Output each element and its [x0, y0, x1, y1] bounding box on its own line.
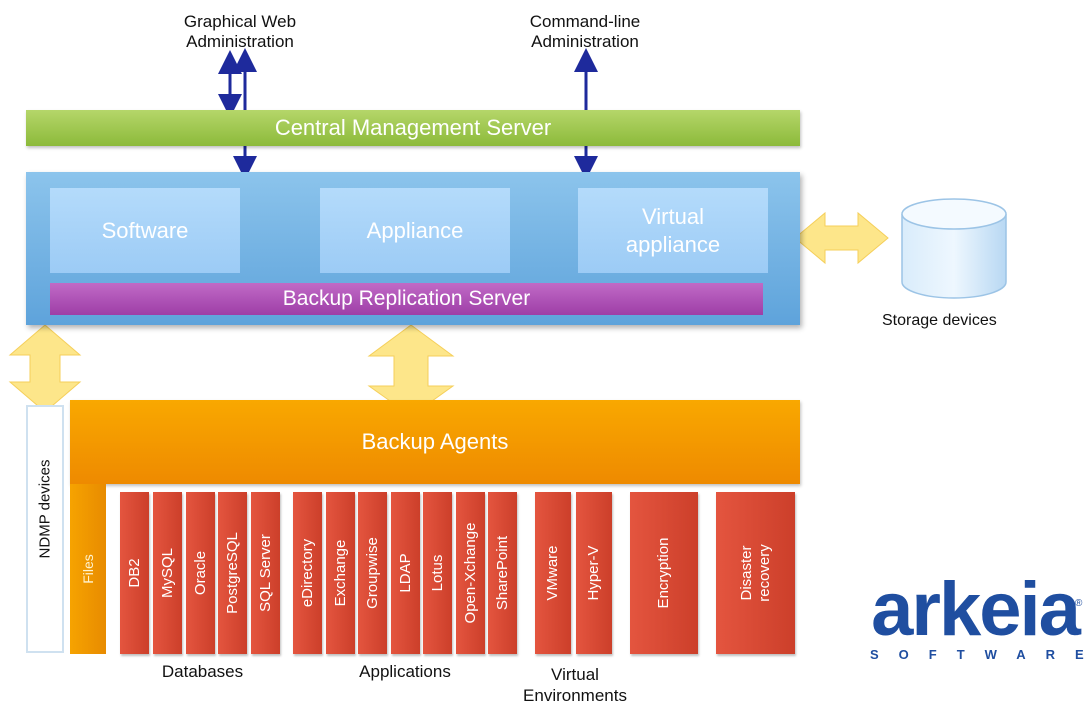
applications-group-label: Applications: [359, 662, 451, 681]
agent-lotus: Lotus: [423, 492, 452, 654]
agent-label: DB2: [125, 558, 143, 588]
agent-label: SQL Server: [256, 534, 274, 612]
arkeia-logo: arkeia: [871, 567, 1081, 652]
command-line-line1: Command-line: [529, 12, 641, 31]
agent-label: Oracle: [191, 550, 209, 596]
agent-label: SharePoint: [493, 535, 511, 611]
databases-group-label: Databases: [161, 662, 244, 681]
graphical-web-line1: Graphical Web: [183, 12, 297, 31]
agent-db2: DB2: [120, 492, 149, 654]
agent-label: Lotus: [428, 554, 446, 592]
agent-hyper-v: Hyper-V: [576, 492, 612, 654]
ndmp-devices-label: NDMP devices: [36, 460, 54, 559]
agent-label: Encryption: [655, 537, 672, 609]
agent-label: eDirectory: [298, 538, 316, 608]
double-arrow-horizontal-icon: [794, 211, 889, 265]
ndmp-devices-box: NDMP devices: [26, 405, 64, 653]
disaster-line1: Disaster: [737, 545, 755, 601]
command-line-admin-label: Command-line Administration: [505, 12, 665, 52]
central-management-server: Central Management Server: [26, 110, 800, 146]
virtual-appliance-line1: Virtual: [642, 203, 704, 229]
agent-encryption: Encryption: [630, 492, 698, 654]
agent-ldap: LDAP: [391, 492, 420, 654]
command-line-line2: Administration: [531, 32, 639, 51]
agent-label: MySQL: [158, 547, 176, 599]
storage-devices-label: Storage devices: [882, 312, 997, 329]
virtual-appliance-line2: appliance: [625, 231, 721, 257]
agent-groupwise: Groupwise: [358, 492, 387, 654]
agent-mysql: MySQL: [153, 492, 182, 654]
agent-postgresql: PostgreSQL: [218, 492, 247, 654]
files-label: Files: [80, 554, 96, 584]
graphical-web-admin-label: Graphical Web Administration: [160, 12, 320, 52]
storage-cylinder-icon: [901, 198, 1007, 299]
agent-open-xchange: Open-Xchange: [456, 492, 485, 654]
agent-sharepoint: SharePoint: [488, 492, 517, 654]
backup-agents-bar: Backup Agents: [70, 400, 800, 484]
agent-sql-server: SQL Server: [251, 492, 280, 654]
agent-label: Exchange: [331, 539, 349, 607]
graphical-web-line2: Administration: [186, 32, 294, 51]
files-box: Files: [70, 484, 106, 654]
virtual-env-line2: Environments: [523, 686, 627, 705]
virtual-env-line1: Virtual: [551, 665, 599, 684]
agent-label: Open-Xchange: [461, 522, 479, 624]
disaster-line2: recovery: [755, 544, 773, 602]
software-box: Software: [50, 188, 240, 273]
backup-replication-server-bar: Backup Replication Server: [50, 283, 763, 315]
agent-label: PostgreSQL: [223, 532, 241, 614]
virtual-environments-group-label: Virtual Environments: [500, 664, 650, 706]
agent-label: Groupwise: [363, 537, 381, 609]
agent-vmware: VMware: [535, 492, 571, 654]
appliance-box: Appliance: [320, 188, 510, 273]
agent-label: LDAP: [396, 553, 414, 593]
agent-exchange: Exchange: [326, 492, 355, 654]
double-arrow-vertical-icon: [8, 324, 82, 413]
agent-label: Hyper-V: [585, 545, 602, 601]
registered-mark: ®: [1075, 598, 1083, 609]
agent-edirectory: eDirectory: [293, 492, 322, 654]
agent-oracle: Oracle: [186, 492, 215, 654]
agent-label: VMware: [544, 545, 561, 601]
software-logo-text: SOFTWARE: [870, 647, 1087, 662]
virtual-appliance-box: Virtual appliance: [578, 188, 768, 273]
